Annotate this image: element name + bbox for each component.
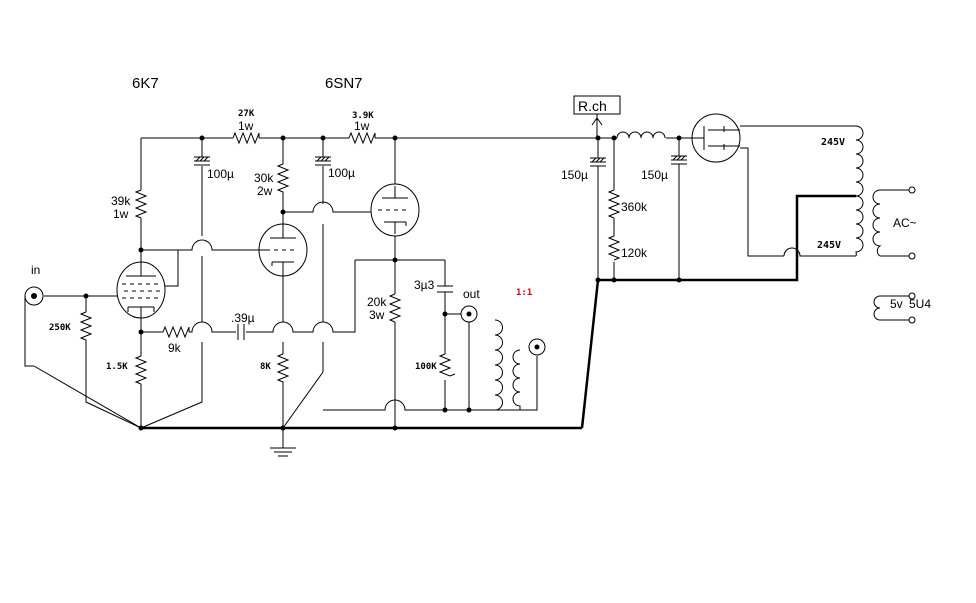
resistor-30k	[276, 163, 290, 196]
capacitor-100u-b	[315, 156, 331, 166]
c-100u-b-label: 100µ	[328, 166, 355, 180]
junction-dots	[83, 135, 682, 431]
ac-terminals	[908, 186, 916, 324]
r-20k-label: 20k	[367, 295, 387, 309]
resistor-27k	[232, 131, 260, 145]
r-20k-watt: 3w	[369, 308, 385, 322]
c-150u-a-label: 150µ	[561, 168, 588, 182]
r-9k-label: 9k	[168, 341, 182, 355]
r-1k5-label: 1.5K	[106, 362, 128, 372]
ac-label: AC~	[893, 216, 917, 230]
capacitor-150u-b	[671, 155, 687, 165]
capacitor-3u3	[437, 285, 453, 293]
c-039-label: .39µ	[231, 311, 255, 325]
r-27k-watt: 1w	[238, 119, 254, 133]
capacitor-100u-a	[194, 156, 210, 166]
r-100k-label: 100K	[415, 362, 437, 372]
power-transformer-secondary	[855, 125, 864, 257]
hv-top-label: 245V	[821, 137, 845, 148]
secondary-output-jack	[528, 338, 546, 356]
tube-5u4-label: 5U4	[909, 297, 931, 311]
tube-6sn7-upper	[350, 183, 420, 237]
heater-label: 5v	[890, 297, 903, 311]
output-transformer	[494, 319, 521, 411]
resistor-250k	[79, 311, 93, 341]
r-3k9-watt: 1w	[354, 119, 370, 133]
output-label: out	[463, 287, 480, 301]
capacitor-039	[237, 324, 245, 340]
r-120k-label: 120k	[621, 246, 648, 260]
r-27k-label: 27K	[238, 109, 255, 119]
resistor-20k	[388, 293, 402, 323]
resistor-9k	[162, 325, 190, 339]
wiring	[33, 125, 912, 448]
resistor-100k	[438, 353, 456, 377]
power-transformer-primary	[872, 189, 882, 321]
c-3u3-label: 3µ3	[414, 278, 435, 292]
resistor-3k9	[348, 131, 376, 145]
ratio-label: 1:1	[516, 288, 532, 298]
filter-choke	[616, 131, 666, 139]
r-39k-label: 39k	[111, 194, 131, 208]
resistor-8k	[276, 353, 290, 384]
output-jack	[460, 305, 478, 323]
input-jack	[24, 286, 44, 306]
hv-bottom-label: 245V	[817, 240, 841, 251]
r-8k-label: 8K	[260, 362, 271, 372]
r-30k-watt: 2w	[257, 184, 273, 198]
tube-6k7	[116, 261, 166, 319]
r-39k-watt: 1w	[113, 207, 129, 221]
input-label: in	[31, 263, 40, 277]
c-150u-b-label: 150µ	[641, 168, 668, 182]
capacitor-150u-a	[590, 157, 606, 167]
r-3k9-label: 3.9K	[352, 111, 374, 121]
r-360k-label: 360k	[621, 200, 648, 214]
r-30k-label: 30k	[254, 171, 274, 185]
right-channel-tag: R.ch	[573, 95, 621, 138]
tube-5u4-rectifier	[691, 113, 741, 163]
tube-6sn7-label: 6SN7	[325, 75, 363, 92]
tube-6sn7-lower	[258, 223, 308, 277]
c-100u-a-label: 100µ	[207, 167, 234, 181]
svg-text:R.ch: R.ch	[578, 98, 607, 114]
r-250k-label: 250K	[49, 323, 71, 333]
ground-symbol	[270, 447, 296, 457]
tube-6k7-label: 6K7	[132, 75, 159, 92]
resistor-360k	[607, 189, 621, 219]
resistor-1k5	[134, 355, 148, 385]
resistor-120k	[607, 235, 621, 261]
resistor-39k	[134, 189, 148, 219]
